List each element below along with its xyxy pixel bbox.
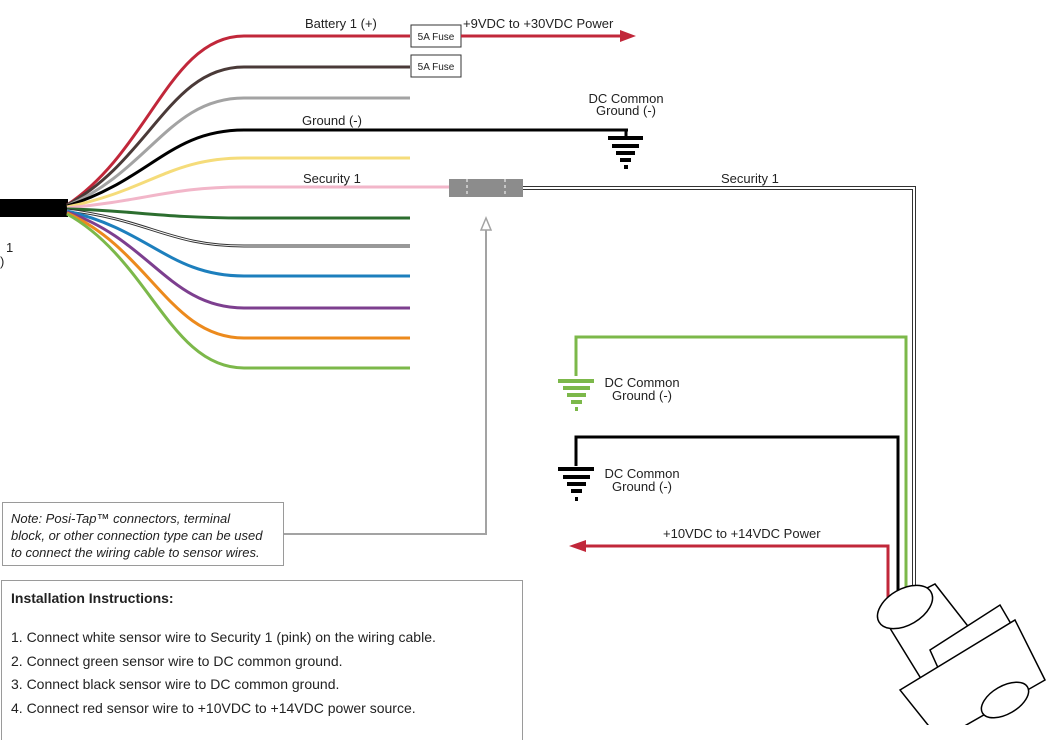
note-box: Note: Posi-Tap™ connectors, terminal blo…	[2, 502, 284, 566]
purple-wire	[66, 210, 410, 310]
instruction-step: 3. Connect black sensor wire to DC commo…	[11, 676, 340, 692]
sensor-power-arrowhead	[569, 540, 586, 552]
sensor-body	[876, 583, 1046, 725]
installation-instructions: Installation Instructions: 1. Connect wh…	[1, 580, 523, 740]
ground-symbol-green	[558, 379, 594, 411]
dc-common-black-label-1: DC Common	[604, 466, 679, 481]
security-right-label: Security 1	[721, 171, 779, 186]
blue-wire	[66, 209, 410, 278]
sensor-green-wire	[574, 335, 908, 600]
dark-green-wire	[66, 207, 410, 220]
dc-common-top-label-2: Ground (-)	[596, 103, 656, 118]
note-callout-line	[284, 228, 487, 535]
power-out-arrowhead	[620, 30, 636, 42]
dc-common-green-label-1: DC Common	[604, 375, 679, 390]
yellow-wire	[66, 156, 410, 209]
wiring-diagram: 5A Fuse 5A Fuse	[0, 16, 1046, 725]
white-wire-fill	[66, 209, 410, 247]
instruction-step: 1. Connect white sensor wire to Security…	[11, 629, 436, 645]
ground-symbol-black	[558, 467, 594, 501]
black-wire	[66, 128, 628, 208]
light-green-wire	[66, 212, 410, 370]
sensor-black-wire	[574, 435, 900, 600]
cable-partial-label-2: )	[0, 254, 4, 269]
gray-wire	[66, 96, 410, 208]
cable-partial-label-1: 1	[6, 240, 13, 255]
fuse-1-label: 5A Fuse	[418, 32, 455, 43]
sensor-power-label: +10VDC to +14VDC Power	[663, 526, 821, 541]
brown-wire	[66, 65, 410, 207]
ground-label: Ground (-)	[302, 113, 362, 128]
note-callout-arrowhead	[479, 216, 493, 231]
fuse-2-label: 5A Fuse	[418, 62, 455, 73]
security-left-label: Security 1	[303, 171, 361, 186]
dc-common-top-label-1: DC Common	[588, 91, 663, 106]
sensor-white-wire-fill	[523, 187, 915, 600]
note-line-3: to connect the wiring cable to sensor wi…	[11, 545, 260, 560]
note-line-2: block, or other connection type can be u…	[11, 528, 263, 543]
sensor-red-wire	[584, 544, 890, 605]
instruction-step: 2. Connect green sensor wire to DC commo…	[11, 652, 343, 669]
dc-common-green-label-2: Ground (-)	[612, 388, 672, 403]
fuse-2	[410, 54, 462, 78]
wiring-cable-jacket	[0, 199, 68, 217]
ground-symbol-top	[608, 130, 643, 169]
dc-common-black-label-2: Ground (-)	[612, 479, 672, 494]
posi-tap-connector	[449, 179, 523, 197]
power-in-label: +9VDC to +30VDC Power	[463, 16, 614, 31]
battery-label: Battery 1 (+)	[305, 16, 377, 31]
note-line-1: Note: Posi-Tap™ connectors, terminal	[11, 511, 231, 526]
pink-wire	[66, 185, 450, 210]
orange-wire	[66, 211, 410, 340]
red-wire	[66, 34, 410, 207]
instructions-title: Installation Instructions:	[11, 590, 174, 606]
instruction-step: 4. Connect red sensor wire to +10VDC to …	[11, 699, 416, 716]
